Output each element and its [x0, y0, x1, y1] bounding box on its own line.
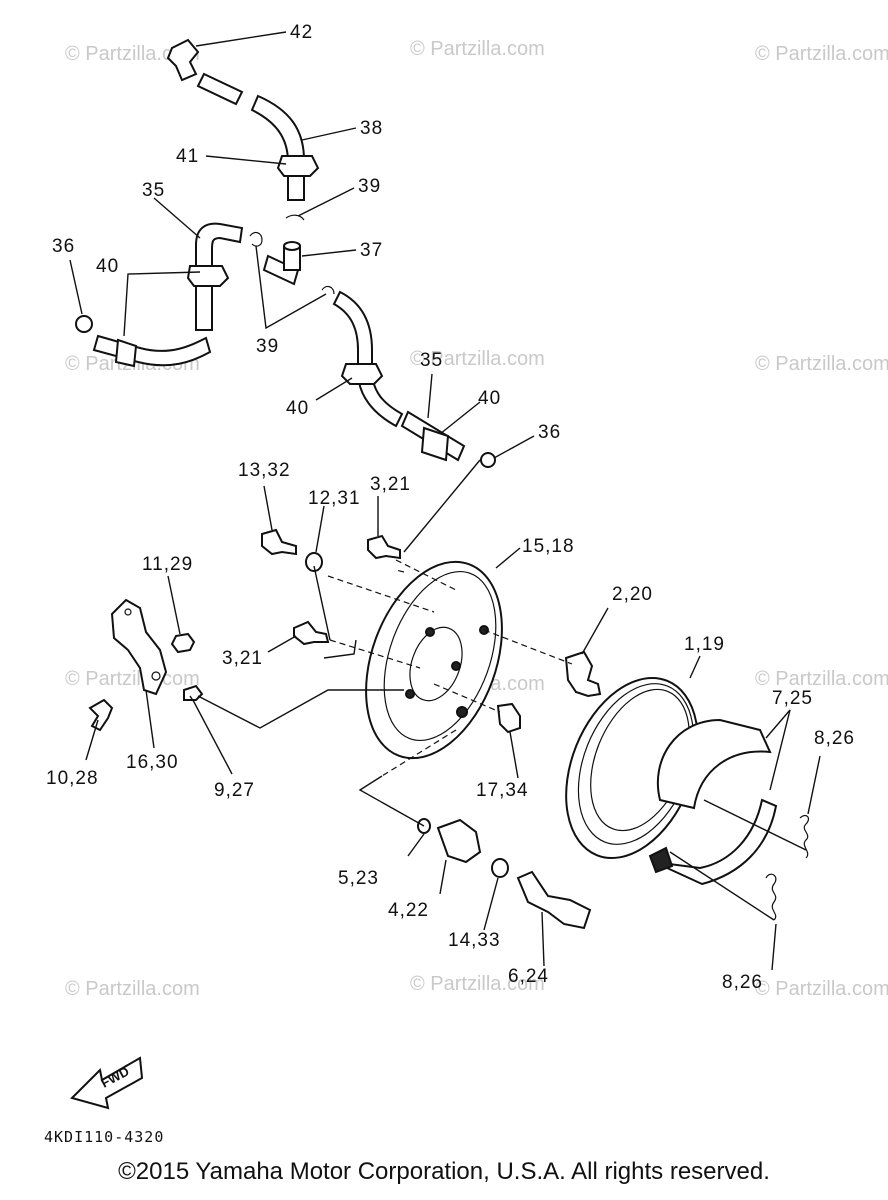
callout-41: 41	[176, 146, 199, 167]
watermark: © Partzilla.com	[410, 348, 545, 370]
watermark: © Partzilla.com	[410, 973, 545, 995]
callout-36: 36	[538, 422, 561, 443]
clamp-40-lower-left	[114, 338, 138, 368]
callout-4-22: 4,22	[388, 900, 429, 921]
callout-12-31: 12,31	[308, 488, 361, 509]
clip-39-mid	[321, 285, 335, 295]
hose-38	[250, 94, 305, 201]
nut-11-29	[170, 632, 196, 654]
callout-40: 40	[96, 256, 119, 277]
callout-6-24: 6,24	[508, 966, 549, 987]
callout-11-29: 11,29	[142, 554, 193, 575]
callout-7-25: 7,25	[772, 688, 813, 709]
lever-hole	[151, 671, 161, 681]
clip-36-right	[480, 452, 496, 468]
callout-14-33: 14,33	[448, 930, 501, 951]
callout-2-20: 2,20	[612, 584, 653, 605]
plate-hole	[456, 706, 468, 718]
brake-shoe-7-25-lower	[653, 798, 778, 886]
shoe-end	[648, 846, 674, 874]
callout-39: 39	[256, 336, 279, 357]
bolt-17-34	[496, 702, 521, 734]
backing-plate-hub	[409, 626, 463, 702]
callout-1-19: 1,19	[684, 634, 725, 655]
clip-39-upper	[285, 214, 305, 221]
brake-shoe-7-25	[656, 718, 772, 810]
callout-38: 38	[360, 118, 383, 139]
callout-15-18: 15,18	[522, 536, 575, 557]
leader-lines	[69, 31, 821, 971]
clamp-41	[276, 155, 320, 177]
bolt-13-32	[261, 528, 297, 556]
callout-3-21: 3,21	[370, 474, 411, 495]
watermark: © Partzilla.com	[755, 43, 888, 65]
clip-42	[166, 38, 200, 82]
callout-35: 35	[420, 350, 443, 371]
clamp-40-left	[186, 265, 230, 287]
watermark: © Partzilla.com	[755, 978, 888, 1000]
watermark: © Partzilla.com	[65, 978, 200, 1000]
bolt-10-28	[88, 698, 114, 732]
watermark: © Partzilla.com	[65, 43, 200, 65]
clamp-40-mid	[340, 363, 384, 385]
hose-38-upper	[196, 72, 244, 106]
plate-hole	[451, 661, 461, 671]
callout-3-21: 3,21	[222, 648, 263, 669]
joint-37-opening	[283, 241, 301, 251]
callout-35: 35	[142, 180, 165, 201]
clip-39-left	[249, 231, 263, 247]
callout-37: 37	[360, 240, 383, 261]
bolt-3-21-lower	[293, 620, 330, 646]
brake-assembly	[88, 528, 810, 930]
lever-hole	[124, 608, 132, 616]
anchor-pin-2-20	[564, 650, 602, 698]
brake-lever-16-30	[110, 598, 168, 696]
hose-35-left	[195, 222, 244, 331]
spring-8-26-upper	[799, 814, 810, 859]
callout-9-27: 9,27	[214, 780, 255, 801]
fwd-arrow-icon: FWD	[70, 1056, 144, 1110]
bolt-3-21-upper	[367, 534, 401, 560]
plate-hole	[405, 689, 415, 699]
brake-backing-plate-15-18	[365, 560, 503, 760]
callout-8-26: 8,26	[814, 728, 855, 749]
callout-39: 39	[358, 176, 381, 197]
callout-40: 40	[286, 398, 309, 419]
diagram-code: 4KDI110-4320	[44, 1128, 164, 1146]
callout-16-30: 16,30	[126, 752, 179, 773]
hose-35-mid	[332, 290, 404, 428]
watermark: © Partzilla.com	[755, 353, 888, 375]
camshaft-6-24	[516, 870, 592, 930]
clip-36-left	[75, 315, 93, 333]
backing-plate-inner-rim	[383, 570, 497, 742]
callout-13-32: 13,32	[238, 460, 291, 481]
breather-hose-assembly	[75, 38, 496, 468]
callout-labels: 42 38 41 39 35 37 36 40 39 35 40 40 36 1…	[46, 22, 855, 993]
cam-holder-4-22	[436, 818, 482, 864]
watermark: © Partzilla.com	[755, 668, 888, 690]
watermark: © Partzilla.com	[410, 38, 545, 60]
callout-17-34: 17,34	[476, 780, 529, 801]
callout-40: 40	[478, 388, 501, 409]
copyright-notice: ©2015 Yamaha Motor Corporation, U.S.A. A…	[118, 1158, 770, 1185]
callout-5-23: 5,23	[338, 868, 379, 889]
callout-10-28: 10,28	[46, 768, 99, 789]
callout-8-26: 8,26	[722, 972, 763, 993]
plate-hole	[425, 627, 435, 637]
washer-12-31	[305, 552, 323, 572]
callout-36: 36	[52, 236, 75, 257]
spring-8-26-lower	[765, 873, 777, 921]
callout-42: 42	[290, 22, 313, 43]
washer-14-33	[491, 858, 509, 878]
watermark: © Partzilla.com	[65, 668, 200, 690]
